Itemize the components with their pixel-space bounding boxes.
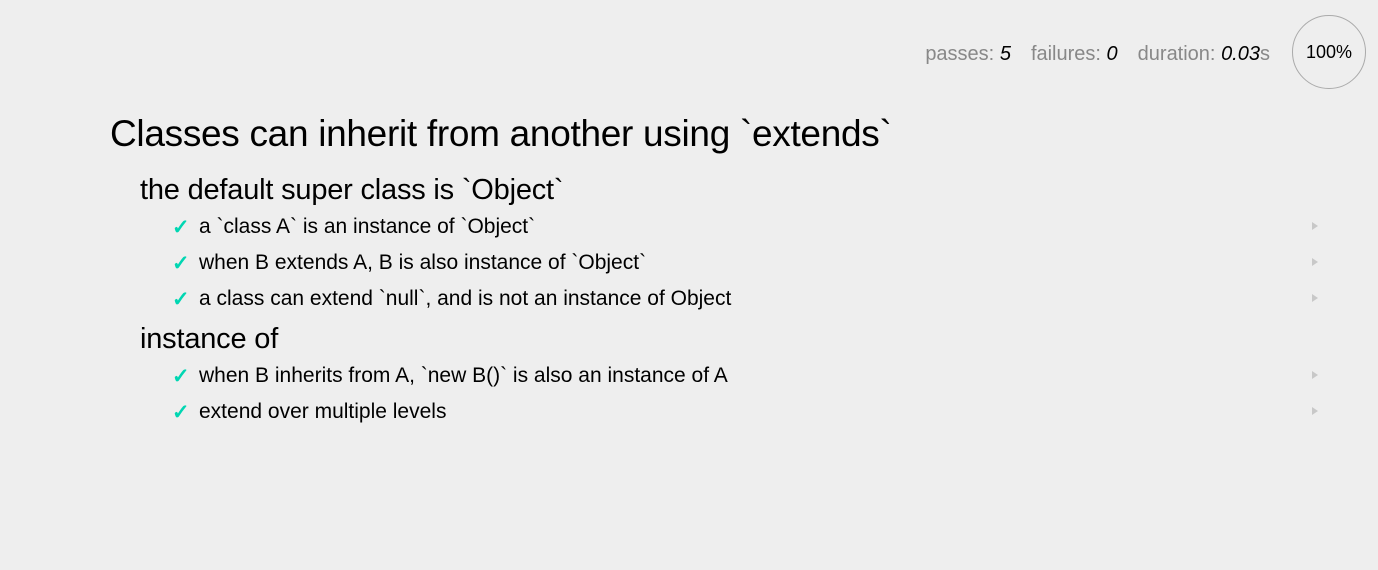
test-title[interactable]: a class can extend `null`, and is not an… bbox=[199, 287, 732, 310]
progress-percent: 100% bbox=[1305, 41, 1353, 62]
test-list: ✓ when B inherits from A, `new B()` is a… bbox=[140, 358, 1378, 430]
duration-label: duration: bbox=[1137, 42, 1216, 65]
passes-stat[interactable]: passes: 5 bbox=[925, 43, 1011, 66]
failures-count: 0 bbox=[1106, 42, 1118, 65]
duration-unit: s bbox=[1260, 42, 1270, 65]
subsuite-title[interactable]: the default super class is `Object` bbox=[140, 174, 564, 206]
triangle-right-icon[interactable] bbox=[1312, 294, 1318, 302]
progress-ring: 100% bbox=[1292, 15, 1366, 89]
check-icon: ✓ bbox=[172, 287, 190, 311]
test-title[interactable]: extend over multiple levels bbox=[199, 400, 447, 423]
test-title[interactable]: when B extends A, B is also instance of … bbox=[199, 251, 647, 274]
passes-label: passes: bbox=[925, 42, 995, 65]
triangle-right-icon[interactable] bbox=[1312, 407, 1318, 415]
report: Classes can inherit from another using `… bbox=[110, 110, 1378, 430]
duration-stat: duration: 0.03s bbox=[1138, 43, 1270, 66]
passes-count: 5 bbox=[999, 42, 1011, 65]
check-icon: ✓ bbox=[172, 364, 190, 388]
check-icon: ✓ bbox=[172, 251, 190, 275]
test-list: ✓ a `class A` is an instance of `Object`… bbox=[140, 209, 1378, 317]
test-item[interactable]: ✓ when B inherits from A, `new B()` is a… bbox=[172, 358, 1378, 394]
suite-title[interactable]: Classes can inherit from another using `… bbox=[110, 113, 892, 154]
test-title[interactable]: a `class A` is an instance of `Object` bbox=[199, 215, 536, 238]
triangle-right-icon[interactable] bbox=[1312, 222, 1318, 230]
duration-value: 0.03 bbox=[1221, 42, 1260, 65]
test-item[interactable]: ✓ a class can extend `null`, and is not … bbox=[172, 281, 1378, 317]
check-icon: ✓ bbox=[172, 400, 190, 424]
failures-label: failures: bbox=[1030, 42, 1101, 65]
test-title[interactable]: when B inherits from A, `new B()` is als… bbox=[199, 364, 728, 387]
subsuite: instance of ✓ when B inherits from A, `n… bbox=[140, 320, 1378, 430]
subsuite-title[interactable]: instance of bbox=[140, 323, 279, 355]
check-icon: ✓ bbox=[172, 215, 190, 239]
stats-bar: passes: 5 failures: 0 duration: 0.03s bbox=[905, 40, 1270, 68]
test-item[interactable]: ✓ a `class A` is an instance of `Object` bbox=[172, 209, 1378, 245]
subsuite: the default super class is `Object` ✓ a … bbox=[140, 171, 1378, 317]
triangle-right-icon[interactable] bbox=[1312, 371, 1318, 379]
test-item[interactable]: ✓ when B extends A, B is also instance o… bbox=[172, 245, 1378, 281]
triangle-right-icon[interactable] bbox=[1312, 258, 1318, 266]
failures-stat[interactable]: failures: 0 bbox=[1031, 43, 1118, 66]
test-item[interactable]: ✓ extend over multiple levels bbox=[172, 394, 1378, 430]
